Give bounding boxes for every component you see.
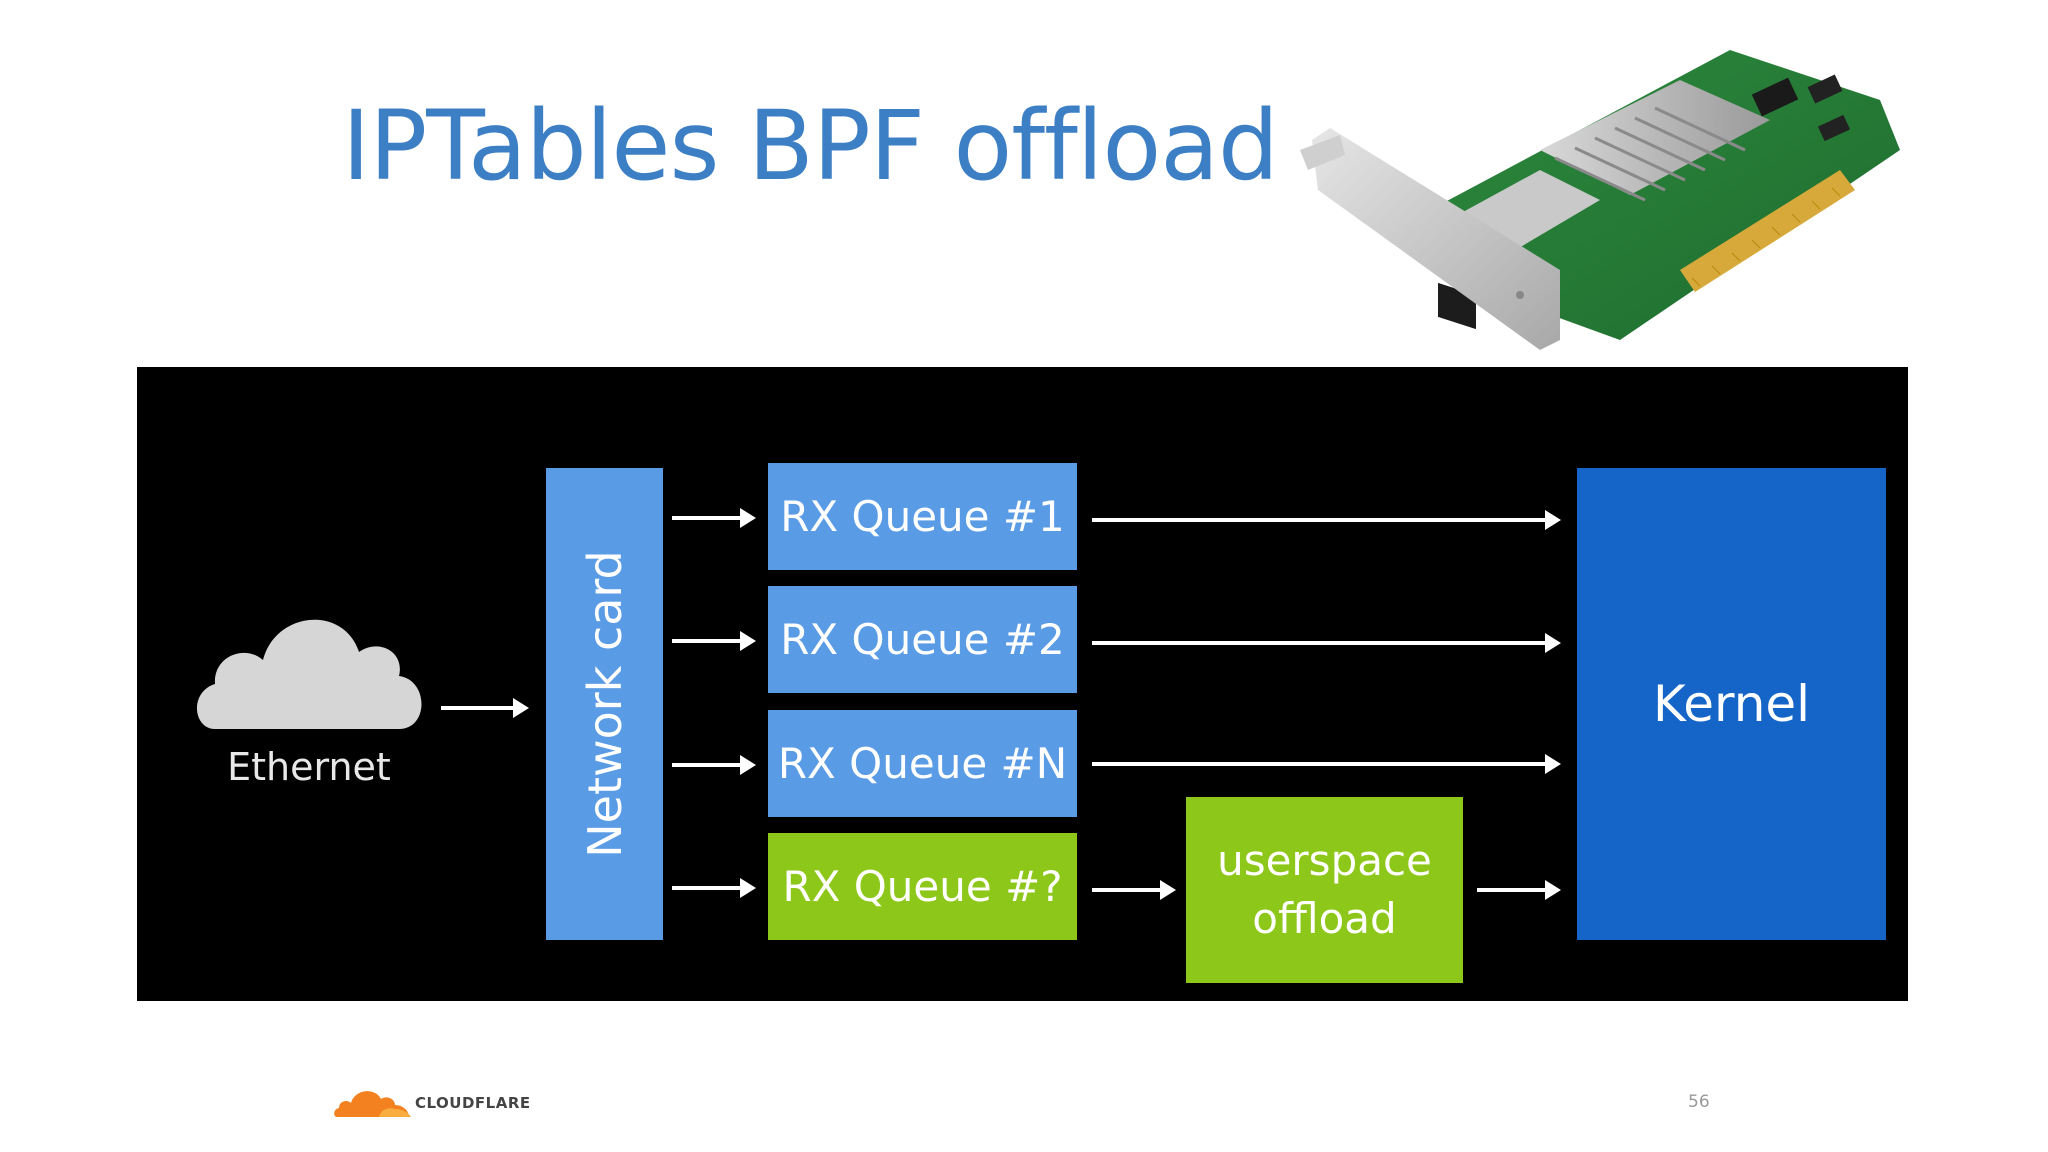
rx-queue-2: RX Queue #2	[768, 586, 1077, 693]
rx-queue-2-label: RX Queue #2	[780, 615, 1065, 664]
kernel-box: Kernel	[1577, 468, 1886, 940]
kernel-label: Kernel	[1652, 675, 1811, 733]
arrow-nic-to-queue-unknown	[672, 878, 756, 898]
packet-flow-diagram: Ethernet Network card RX Queue #1 RX Que…	[137, 367, 1908, 1001]
rx-queue-n-label: RX Queue #N	[777, 739, 1068, 788]
cloudflare-wordmark: CLOUDFLARE	[415, 1094, 531, 1112]
arrow-nic-to-queue-n	[672, 755, 756, 775]
network-card-box: Network card	[546, 468, 663, 940]
page-number: 56	[1688, 1092, 1710, 1112]
arrow-nic-to-queue-1	[672, 508, 756, 528]
cloud-icon	[196, 619, 422, 729]
slide-title: IPTables BPF offload	[342, 90, 1279, 202]
rx-queue-unknown: RX Queue #?	[768, 833, 1077, 940]
ethernet-label: Ethernet	[227, 745, 391, 789]
network-card-photo	[1300, 50, 1900, 350]
network-card-label: Network card	[577, 550, 632, 858]
userspace-offload-box: userspace offload	[1186, 797, 1463, 983]
arrow-ethernet-to-nic	[441, 698, 529, 718]
arrow-nic-to-queue-2	[672, 631, 756, 651]
userspace-offload-label: userspace offload	[1217, 836, 1432, 943]
rx-queue-1-label: RX Queue #1	[780, 492, 1065, 541]
rx-queue-1: RX Queue #1	[768, 463, 1077, 570]
cloudflare-cloud-icon	[334, 1091, 411, 1117]
rx-queue-n: RX Queue #N	[768, 710, 1077, 817]
arrow-queue-n-to-kernel	[1092, 754, 1561, 774]
arrow-queue-unknown-to-offload	[1092, 880, 1176, 900]
arrow-queue-1-to-kernel	[1092, 510, 1561, 530]
arrow-offload-to-kernel	[1477, 880, 1561, 900]
arrow-queue-2-to-kernel	[1092, 633, 1561, 653]
rx-queue-unknown-label: RX Queue #?	[782, 862, 1063, 911]
